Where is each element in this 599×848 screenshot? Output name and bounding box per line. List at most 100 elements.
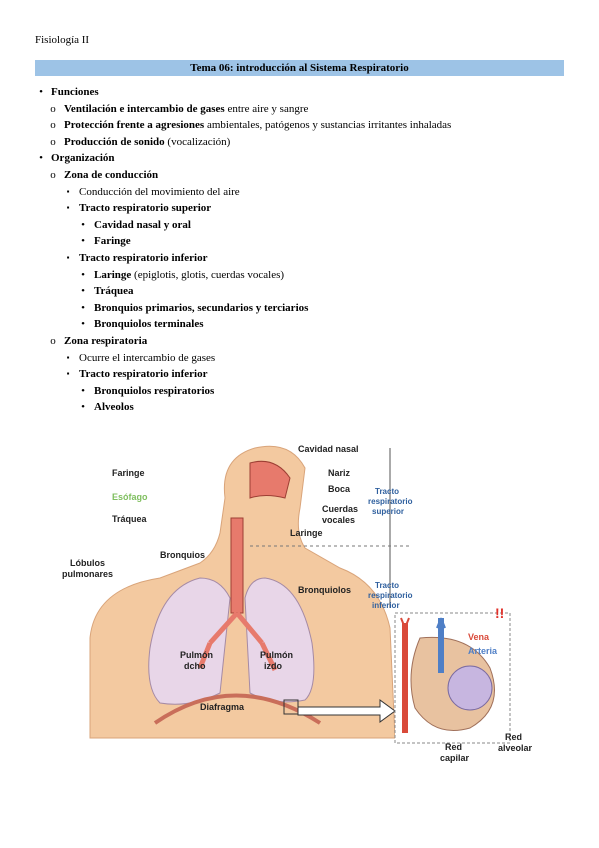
label-tracto-inferior-2: respiratorio <box>368 591 413 600</box>
outline-item: • Faringe <box>35 233 575 250</box>
bullet-marker: o <box>50 102 56 115</box>
label-vena: Vena <box>468 632 490 642</box>
bullet-marker: • <box>81 318 85 331</box>
outline-item-text: entre aire y sangre <box>224 102 309 115</box>
outline-item-bold: Organización <box>51 152 115 165</box>
outline-item-bold: Faringe <box>94 235 131 248</box>
topic-title: Tema 06: introducción al Sistema Respira… <box>35 60 564 76</box>
trachea-shape <box>230 517 244 614</box>
outline-item: • Bronquiolos terminales <box>35 316 575 333</box>
outline-item: • Tráquea <box>35 283 575 300</box>
label-red-capilar-1: Red <box>445 742 462 752</box>
outline-item: • Laringe (epiglotis, glotis, cuerdas voc… <box>35 267 575 284</box>
bullet-marker: • <box>81 218 85 231</box>
bronchi-shape <box>197 611 278 672</box>
label-tracto-superior-1: Tracto <box>375 487 399 496</box>
outline-item-bold: Zona respiratoria <box>64 334 148 347</box>
label-tracto-superior-3: superior <box>372 507 404 516</box>
outline-item-bold: Protección frente a agresiones <box>64 119 205 132</box>
outline-item-bold: Bronquiolos terminales <box>94 318 204 331</box>
label-cuerdas: Cuerdas <box>322 504 358 514</box>
outline-item-text: (vocalización) <box>164 135 231 148</box>
left-lung-shape <box>244 577 315 703</box>
outline-item-bold: Tracto respiratorio inferior <box>79 251 208 264</box>
outline-item: o Producción de sonido (vocalización) <box>35 134 575 151</box>
outline-item-bold: Producción de sonido <box>64 135 165 148</box>
bullet-marker: o <box>50 119 56 132</box>
outline-item-bold: Ventilación e intercambio de gases <box>64 102 225 115</box>
label-tracto-inferior-1: Tracto <box>375 581 399 590</box>
bullet-marker: ▪ <box>66 186 70 196</box>
outline-item: o Protección frente a agresiones ambienta… <box>35 117 575 134</box>
nasal-cavity-shape <box>249 460 291 499</box>
outline-item-bold: Alveolos <box>94 401 134 414</box>
label-pulmon-dcho-2: dcho <box>184 661 206 671</box>
outline-item: • Bronquios primarios, secundarios y terc… <box>35 300 575 317</box>
label-red-alveolar-1: Red <box>505 732 522 742</box>
outline-item-bold: Tracto respiratorio inferior <box>79 368 208 381</box>
outline-item-bold: Laringe <box>94 268 132 281</box>
outline-item: ▪ Ocurre el intercambio de gases <box>35 350 575 367</box>
outline-item: • Organización <box>35 150 575 167</box>
label-pulmon-izdo-2: izdo <box>264 661 282 671</box>
zoom-arrow <box>297 699 396 723</box>
outline-item-bold: Bronquiolos respiratorios <box>94 384 215 397</box>
bullet-marker: ▪ <box>66 252 70 262</box>
outline-item: ▪ Tracto respiratorio inferior <box>35 250 575 267</box>
bullet-marker: • <box>81 401 85 414</box>
label-nariz: Nariz <box>328 468 351 478</box>
label-pulmon-izdo-1: Pulmón <box>260 650 293 660</box>
bullet-marker: o <box>50 135 56 148</box>
outline-item-bold: Cavidad nasal y oral <box>94 218 191 231</box>
bullet-marker: • <box>81 301 85 314</box>
outline-item-bold: Tracto respiratorio superior <box>79 202 212 215</box>
label-diafragma: Diafragma <box>200 702 245 712</box>
outline-item-bold: Bronquios primarios, secundarios y terci… <box>94 301 309 314</box>
course-header: Fisiología II <box>35 34 90 46</box>
bullet-marker: ▪ <box>66 352 70 362</box>
outline-item: o Zona respiratoria <box>35 333 575 350</box>
outline-item-bold: Tráquea <box>94 285 134 298</box>
outline-item: • Cavidad nasal y oral <box>35 217 575 234</box>
label-cavidad-nasal: Cavidad nasal <box>298 444 359 454</box>
label-bronquios: Bronquios <box>160 550 205 560</box>
outline-item: • Funciones <box>35 84 575 101</box>
artery-shape <box>438 618 444 673</box>
vein-shape <box>402 623 408 733</box>
outline-item: ▪ Tracto respiratorio inferior <box>35 366 575 383</box>
label-vocales: vocales <box>322 515 355 525</box>
label-tracto-superior-2: respiratorio <box>368 497 413 506</box>
outline-item-bold: Funciones <box>51 86 99 98</box>
label-arteria: Arteria <box>468 646 498 656</box>
label-tracto-inferior-3: inferior <box>372 601 400 610</box>
bullet-marker: o <box>50 334 56 347</box>
bullet-marker: ▪ <box>66 369 70 379</box>
bullet-marker: • <box>81 268 85 281</box>
bullet-marker: • <box>39 152 43 165</box>
label-lobulos: Lóbulos <box>70 558 105 568</box>
outline-item-text: ambientales, patógenos y sustancias irri… <box>204 119 452 132</box>
respiratory-diagram: Cavidad nasal Nariz Boca Cuerdas vocales… <box>62 444 533 763</box>
outline-item-text: Conducción del movimiento del aire <box>79 185 240 198</box>
bullet-marker: • <box>39 86 43 98</box>
label-pulmonares: pulmonares <box>62 569 113 579</box>
bullet-marker: ▪ <box>66 203 70 213</box>
outline-item: ▪ Tracto respiratorio superior <box>35 200 575 217</box>
alveolar-sac <box>447 665 493 711</box>
outline-item-text: Ocurre el intercambio de gases <box>79 351 216 364</box>
outline-item-text: (epiglotis, glotis, cuerdas vocales) <box>131 268 285 281</box>
outline-item: •Bronquiolos respiratorios <box>35 383 575 400</box>
bullet-marker: • <box>81 235 85 248</box>
label-pulmon-dcho-1: Pulmón <box>180 650 213 660</box>
label-laringe: Laringe <box>290 528 323 538</box>
right-lung-shape <box>148 577 231 705</box>
label-red-capilar-2: capilar <box>440 753 470 763</box>
bullet-marker: • <box>81 285 85 298</box>
label-bronquiolos: Bronquiolos <box>298 585 351 595</box>
artery-arrow <box>436 617 446 629</box>
respiratory-system-figure: Cavidad nasal Nariz Boca Cuerdas vocales… <box>50 438 540 768</box>
outline-item: o Ventilación e intercambio de gases entr… <box>35 101 575 118</box>
outline-item: ▪ Conducción del movimiento del aire <box>35 184 575 201</box>
label-esofago: Esófago <box>112 492 148 502</box>
vein-arrow <box>400 617 410 629</box>
